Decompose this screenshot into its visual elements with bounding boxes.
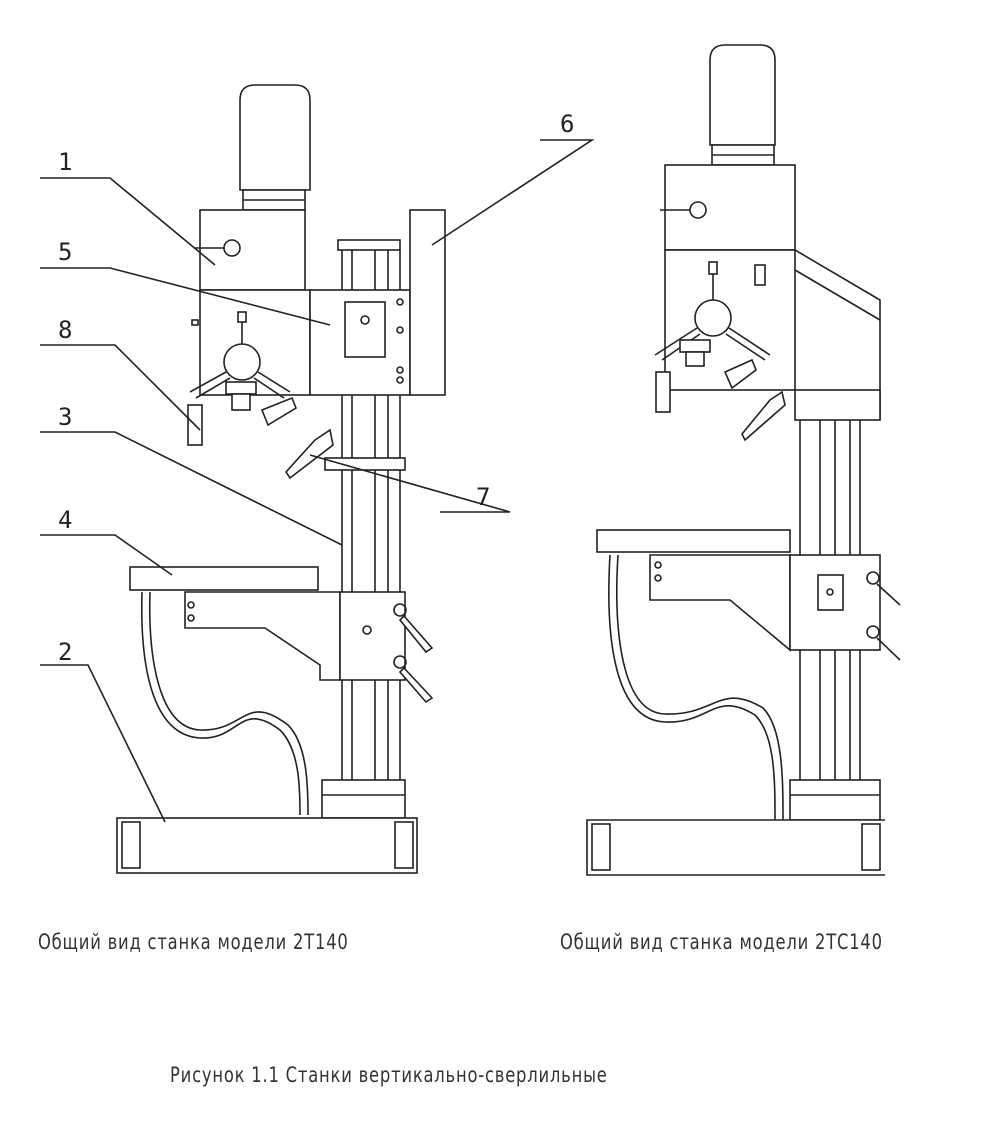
electric-cabinet <box>409 209 446 396</box>
figure-caption: Рисунок 1.1 Станки вертикально-сверлильн… <box>170 1063 608 1087</box>
caption-2t140: Общий вид станка модели 2Т140 <box>38 930 349 954</box>
motor <box>239 84 311 191</box>
callout-2: 2 <box>58 638 72 666</box>
callout-8: 8 <box>58 316 72 344</box>
callout-3: 3 <box>58 403 72 431</box>
machine-2tc140 <box>586 44 901 876</box>
caption-2tc140: Общий вид станка модели 2ТС140 <box>560 930 883 954</box>
callout-5: 5 <box>58 238 72 266</box>
gearbox-head <box>199 209 306 291</box>
feed-box <box>199 289 311 396</box>
spindle-hub <box>223 343 261 381</box>
machine-2t140 <box>116 84 446 874</box>
callout-1: 1 <box>58 148 72 176</box>
callout-6: 6 <box>560 110 574 138</box>
callout-leaders <box>40 139 595 823</box>
callout-7: 7 <box>476 483 490 511</box>
callout-4: 4 <box>58 506 72 534</box>
work-table <box>129 566 319 591</box>
base <box>116 817 418 874</box>
